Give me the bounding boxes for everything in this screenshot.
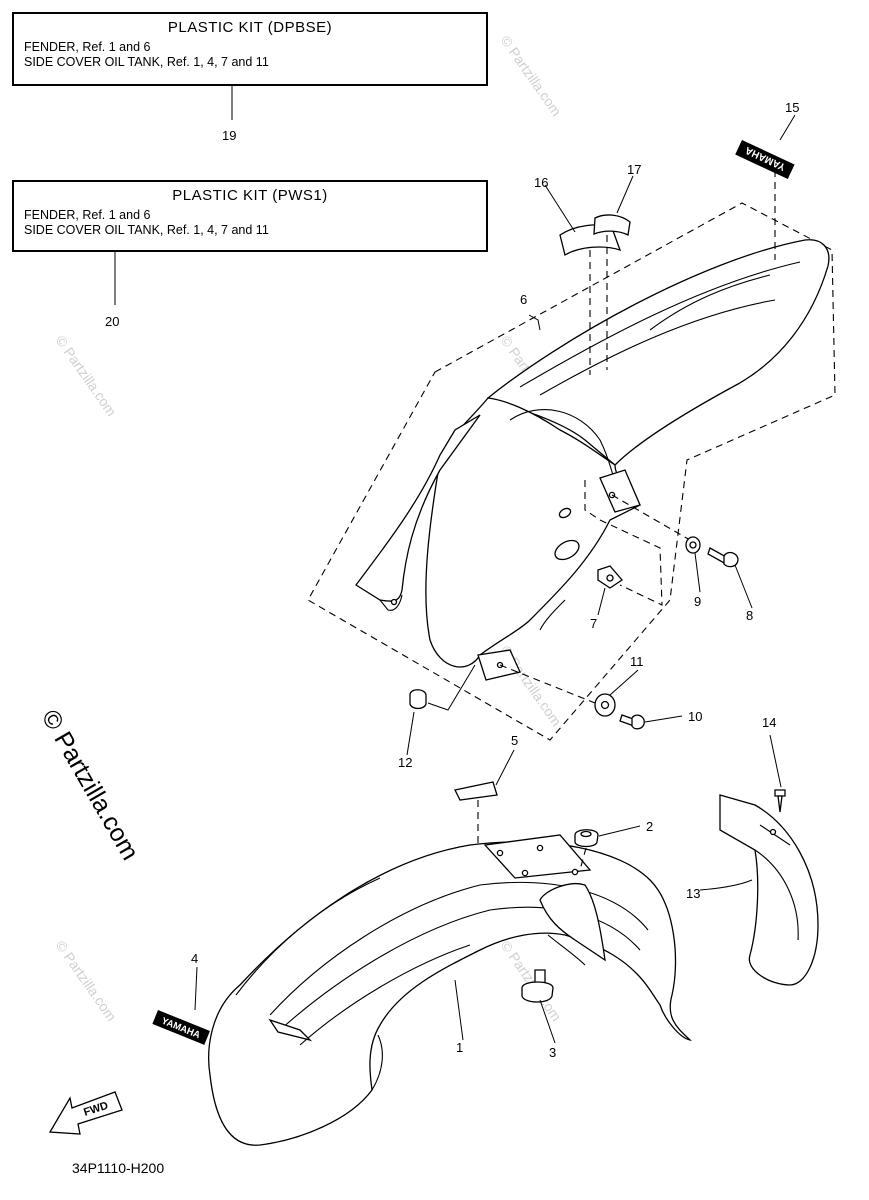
collar-2-axis [579,847,587,871]
callout-13: 13 [686,886,700,901]
pad-5 [454,781,498,801]
watermark: © Partzilla.com [498,33,565,119]
callout-8: 8 [746,608,753,623]
rear-fender-group-frame [307,202,836,741]
bolt-10-axis [499,664,601,706]
collar-12[interactable] [409,689,427,710]
collar-12-leader [427,664,476,711]
pad-17 [593,214,631,236]
kit-title: PLASTIC KIT (DPBSE) [167,19,333,36]
kit-line: FENDER, Ref. 1 and 6 [24,40,151,54]
callout-leaders [194,114,796,1044]
callout-14: 14 [762,715,776,730]
callout-1: 1 [456,1040,463,1055]
callout-17: 17 [627,162,641,177]
mud-guard[interactable] [719,794,819,986]
callout-9: 9 [694,594,701,609]
kit-box-pws1: PLASTIC KIT (PWS1) FENDER, Ref. 1 and 6 … [12,180,488,252]
callout-15: 15 [785,100,799,115]
watermark: © Partzilla.com [498,938,565,1024]
diagram-code: 34P1110-H200 [72,1160,165,1176]
kit-box-dpbse: PLASTIC KIT (DPBSE) FENDER, Ref. 1 and 6… [12,12,488,86]
callout-12: 12 [398,755,412,770]
bolt-8-axis [611,494,691,541]
callout-3: 3 [549,1045,556,1060]
kit-title: PLASTIC KIT (PWS1) [172,187,328,204]
callout-6: 6 [520,292,527,307]
front-fender[interactable] [208,834,692,1146]
screw-14[interactable] [774,789,786,813]
bolt-10[interactable] [619,714,645,730]
callout-5: 5 [511,733,518,748]
callout-10: 10 [688,709,702,724]
callout-2: 2 [646,819,653,834]
watermark: © Partzilla.com [53,938,120,1024]
kit-line: SIDE COVER OIL TANK, Ref. 1, 4, 7 and 11 [24,223,269,237]
callout-20: 20 [105,314,119,329]
bolt-8[interactable] [707,547,739,568]
kit-line: FENDER, Ref. 1 and 6 [24,208,151,222]
callout-labels: 1 2 3 4 5 6 7 8 9 10 11 12 13 14 15 16 1… [105,100,799,1060]
bolt-3[interactable] [521,969,554,1003]
fwd-arrow-icon: FWD [48,1091,123,1135]
rear-fender-bracket-lines [584,480,663,606]
callout-4: 4 [191,951,198,966]
callout-11: 11 [630,654,644,669]
front-emblem: YAMAHA [152,1010,210,1045]
kit-line: SIDE COVER OIL TANK, Ref. 1, 4, 7 and 11 [24,55,269,69]
callout-7: 7 [590,616,597,631]
pad-16 [559,224,622,257]
callout-19: 19 [222,128,236,143]
rear-fender[interactable] [355,239,830,681]
collar-2[interactable] [574,829,599,848]
watermark: © Partzilla.com [53,333,120,419]
callout-16: 16 [534,175,548,190]
rear-emblem: YAMAHA [735,140,795,180]
